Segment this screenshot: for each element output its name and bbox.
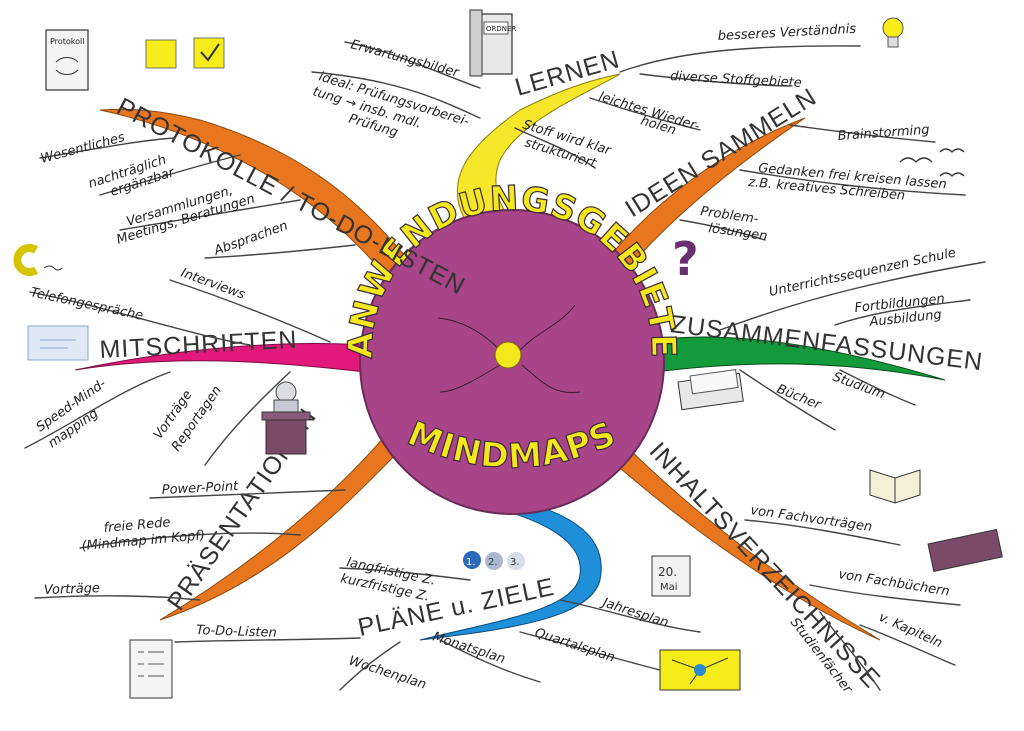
step-2: 2.: [488, 557, 498, 568]
calendar-icon: 20. Mai: [651, 555, 691, 597]
question-mark-icon: ?: [672, 232, 699, 286]
todo-list-icon: [129, 639, 173, 699]
praesentationen-item-0: Power-Point: [161, 479, 239, 498]
plaene-item-6: To-Do-Listen: [196, 623, 277, 641]
sticky-note-icon: [145, 39, 177, 69]
ideen-item-0: Brainstorming: [837, 123, 930, 144]
sub-branch-lines: [24, 41, 986, 691]
branch-shape-inhaltsverzeichnisse: [604, 439, 881, 641]
branch-shape-zusammenfassungen: [654, 336, 946, 381]
mitschriften-item-0: Interviews: [179, 266, 248, 303]
step-1: 1.: [466, 557, 476, 568]
lernen-item-0: Erwartungsbilder: [349, 37, 462, 81]
protokoll-label: Protokoll: [50, 37, 84, 46]
center-sun-icon: [494, 341, 522, 369]
plan-map-icon: [659, 649, 741, 691]
closed-book-icon: [927, 528, 1003, 572]
protokolle-item-0: Wesentliches: [39, 130, 127, 167]
book-icon: [677, 369, 744, 411]
branch-shape-lernen: [456, 73, 621, 226]
phone-icon: [13, 244, 63, 276]
praesentationen-item-1: freie Rede: [103, 515, 171, 536]
plaene-item-4: Monatsplan: [431, 630, 507, 668]
lernen-item-5: diverse Stoffgebiete: [670, 69, 802, 91]
plaene-item-3: Quartalsplan: [533, 626, 617, 666]
ordner-label: ORDNER: [486, 25, 516, 33]
calendar-month: Mai: [660, 582, 678, 593]
birds-icon: [899, 148, 965, 177]
plaene-item-2: Jahresplan: [598, 595, 670, 631]
praesentationen-item-3: Vorträge: [44, 581, 101, 598]
lernen-item-4: besseres Verständnis: [717, 22, 856, 44]
center-crack-lines: [437, 304, 581, 394]
speaker-lectern-icon: [261, 381, 311, 455]
ordner-binder-icon: ORDNER: [469, 9, 516, 77]
calendar-day: 20.: [658, 565, 677, 579]
branch-shape-praesentationen: [159, 429, 411, 621]
check-note-icon: [193, 37, 225, 69]
ideen-item-4: lösungen: [707, 221, 768, 244]
zusammenfassungen-item-3: Studium: [831, 370, 887, 403]
branch-shape-protokolle: [99, 108, 411, 286]
letter-icon: [27, 325, 89, 361]
inhaltsverzeichnisse-item-0: von Fachvorträgen: [749, 503, 873, 535]
numbered-steps-icon: 1. 2. 3.: [463, 551, 525, 570]
protokoll-sheet-icon: Protokoll: [45, 29, 89, 91]
open-book-icon: [869, 469, 921, 504]
branch-shape-mitschriften: [74, 343, 366, 373]
inhaltsverzeichnisse-item-1: von Fachbüchern: [837, 567, 950, 599]
mitschriften-item-1: Telefongespräche: [29, 285, 144, 324]
light-bulb-icon: [882, 17, 904, 48]
branch-shape-plaene: [419, 494, 602, 641]
step-3: 3.: [510, 557, 520, 568]
